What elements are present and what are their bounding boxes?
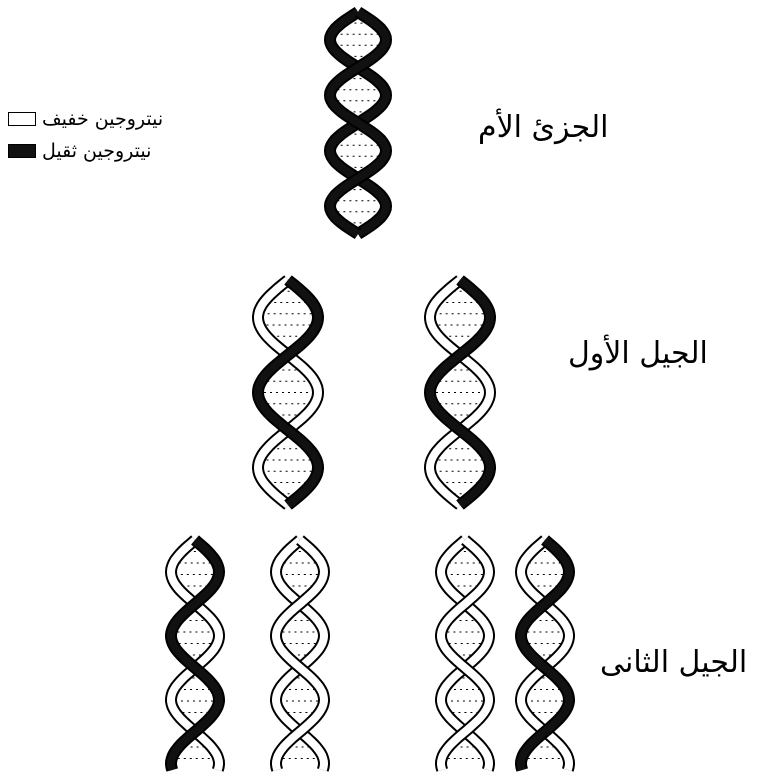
parent-helix [330,12,386,234]
second-gen-helix-4 [521,540,569,770]
second-gen-helix-2 [276,540,324,770]
second-gen-helix-3 [441,540,489,770]
first-gen-helix-left [258,280,318,505]
first-gen-helix-right [430,280,490,505]
second-gen-helix-1 [171,540,219,770]
